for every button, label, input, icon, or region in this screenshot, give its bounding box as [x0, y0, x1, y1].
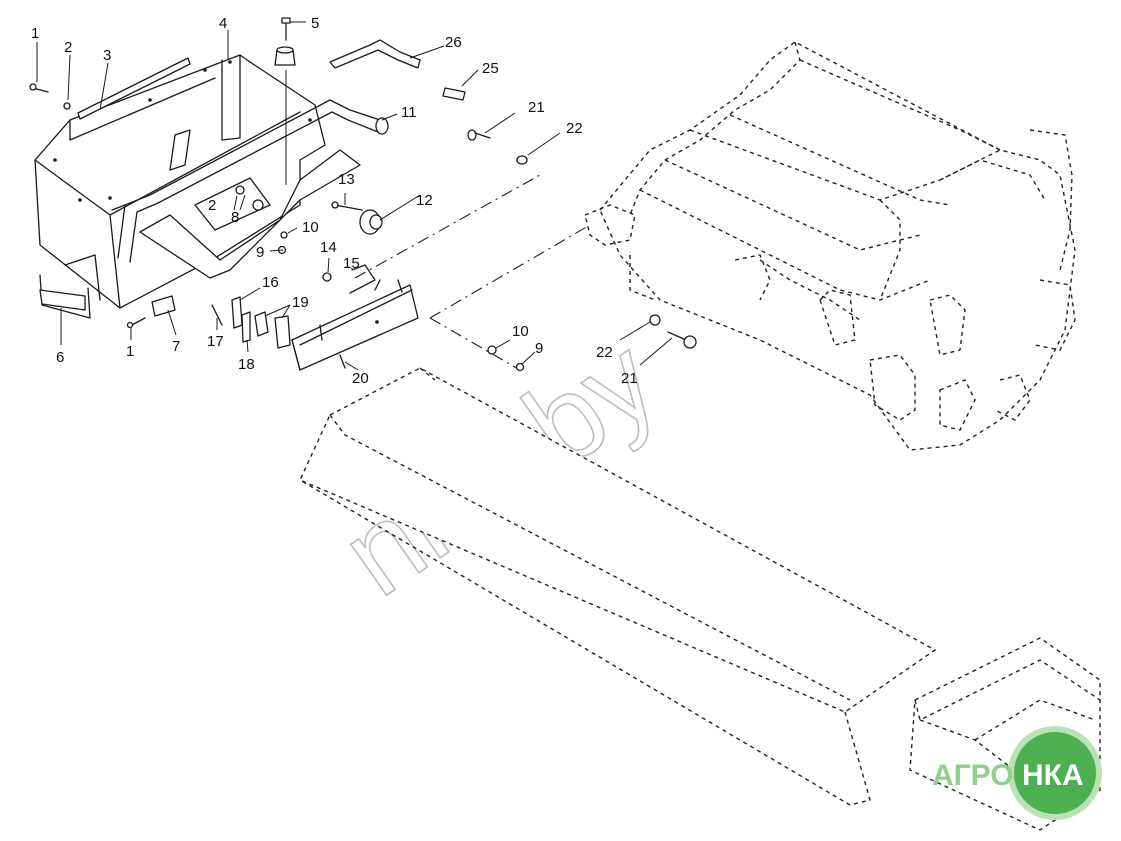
callout-11: 11: [401, 104, 417, 121]
callout-2-mid: 2: [208, 197, 216, 214]
callout-26: 26: [445, 34, 462, 51]
washer-22-right: [649, 314, 661, 326]
callout-1-bottom: 1: [126, 343, 134, 360]
callout-25: 25: [482, 60, 499, 77]
callout-10-left: 10: [302, 219, 319, 236]
bolt-21-right: [667, 331, 697, 349]
washer-10-mid: [487, 345, 497, 355]
callout-labels: 1 2 3 4 5 26 25 21 22 11 2 8 13 12 10 9 …: [31, 15, 638, 387]
callout-2-top: 2: [64, 39, 72, 56]
callout-16: 16: [262, 274, 279, 291]
callout-21-right: 21: [621, 370, 638, 387]
mount-plate: [139, 149, 361, 279]
assembly-lines: [354, 174, 591, 371]
callout-4: 4: [219, 15, 227, 32]
clamp-set: [211, 296, 291, 349]
bolt-13: [331, 201, 363, 211]
washer-2-upper: [63, 102, 71, 110]
callout-21-top: 21: [528, 99, 545, 116]
bolt-21-top: [467, 129, 491, 141]
bracket-part: [39, 289, 86, 311]
callout-5: 5: [311, 15, 319, 32]
callout-6: 6: [56, 349, 64, 366]
machine-body-outline: [584, 41, 1076, 451]
callout-3: 3: [103, 47, 111, 64]
leader-lines: [36, 21, 673, 371]
crossbar-20: [291, 279, 419, 371]
callout-18: 18: [238, 356, 255, 373]
nut-9-mid: [515, 362, 525, 372]
callout-9-mid: 9: [535, 340, 543, 357]
callout-14: 14: [320, 239, 337, 256]
callout-1-top: 1: [31, 25, 39, 42]
bolt-1-upper: [29, 83, 49, 93]
bolt-1-lower: [126, 317, 146, 329]
callout-9-left: 9: [256, 244, 264, 261]
callout-12: 12: [416, 192, 433, 209]
callout-8: 8: [231, 209, 239, 226]
callout-20: 20: [352, 370, 369, 387]
callout-17: 17: [207, 333, 224, 350]
tube-frame: [111, 99, 389, 263]
housing-part: [34, 54, 326, 319]
callout-19: 19: [292, 294, 309, 311]
plate-25: [442, 87, 466, 101]
callout-10-mid: 10: [512, 323, 529, 340]
agronka-logo: АГРО НКА: [932, 726, 1102, 820]
callout-22-right: 22: [596, 344, 613, 361]
washer-10: [280, 231, 288, 239]
callout-22-top: 22: [566, 120, 583, 137]
bracket-26: [329, 39, 421, 69]
callout-13: 13: [338, 171, 355, 188]
bracket-7: [151, 295, 176, 317]
nut-14: [322, 272, 332, 282]
logo-text-left: АГРО: [932, 759, 1014, 792]
feeder-panel-outline: [299, 367, 937, 806]
callout-15: 15: [343, 255, 360, 272]
mount-12: [359, 209, 383, 235]
bracket-15: [349, 264, 376, 294]
washer-22-top: [516, 155, 528, 165]
logo-text-right: НКА: [1022, 759, 1084, 792]
rubber-mount: [274, 17, 296, 66]
strip-part: [77, 57, 191, 120]
callout-7: 7: [172, 338, 180, 355]
